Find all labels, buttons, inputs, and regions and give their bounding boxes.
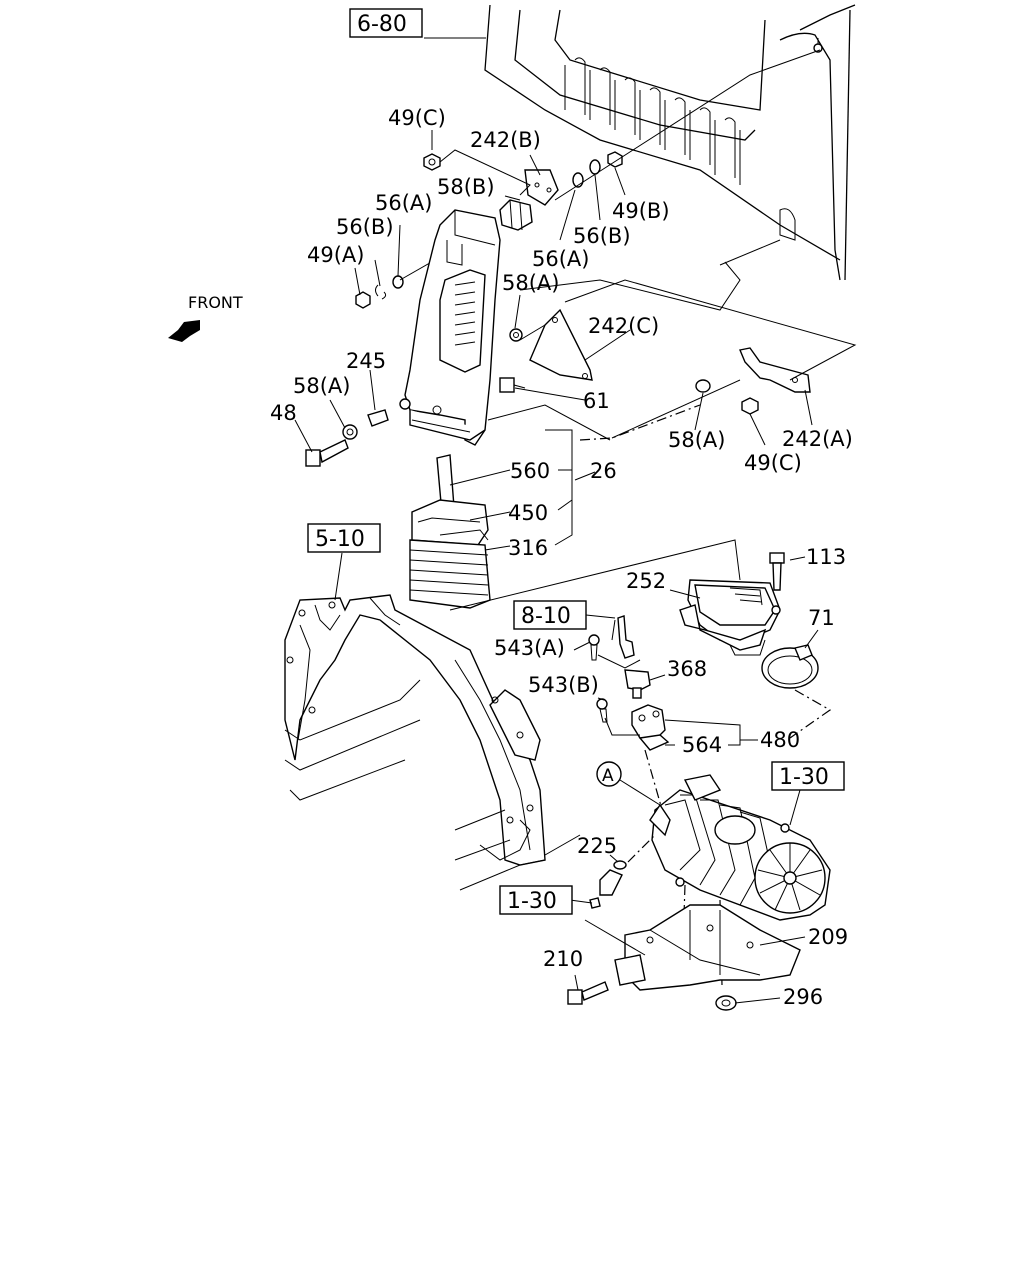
label-560: 560: [510, 459, 550, 483]
leader-lines-boot: [449, 429, 741, 611]
support-bracket-209: [614, 904, 801, 991]
ref-1-30-bottom-text: 1-30: [507, 889, 557, 914]
label-242a: 242(A): [782, 427, 853, 451]
label-368: 368: [667, 657, 707, 681]
screw-543a: [588, 634, 600, 661]
ref-box-6-80: 6-80: [349, 8, 423, 38]
chassis-frame: [284, 594, 581, 891]
label-49b: 49(B): [612, 199, 670, 223]
label-209: 209: [808, 925, 848, 949]
ref-5-10-text: 5-10: [315, 527, 365, 552]
label-58a-upper: 58(A): [502, 271, 559, 295]
label-480: 480: [760, 728, 800, 752]
label-58a-left: 58(A): [293, 374, 350, 398]
bracket-242c: [509, 308, 593, 381]
leader-lines-top: [354, 37, 821, 296]
label-543a: 543(A): [494, 636, 565, 660]
label-564: 564: [682, 733, 722, 757]
left-small-fasteners: [355, 275, 404, 309]
nut-296: [715, 995, 737, 1011]
leader-lines-sensor: [573, 619, 758, 821]
washers-right: [572, 151, 623, 188]
label-242b: 242(B): [470, 128, 541, 152]
bolt-210: [567, 981, 609, 1005]
sensor-368: [624, 669, 651, 699]
front-arrow-icon: [168, 320, 200, 342]
label-242c: 242(C): [588, 314, 659, 338]
bolt-61: [499, 377, 526, 393]
air-filter-252: [679, 579, 781, 656]
leader-lines-middle: [294, 261, 857, 453]
shift-lever-bracket: [399, 209, 501, 446]
mount-58b: [499, 199, 533, 231]
label-210: 210: [543, 947, 583, 971]
clamp-71: [761, 644, 819, 689]
label-49a: 49(A): [307, 243, 364, 267]
leader-lines-225: [569, 834, 656, 904]
label-56b-right: 56(B): [573, 224, 631, 248]
label-56b-left: 56(B): [336, 215, 394, 239]
ref-1-30-top-text: 1-30: [779, 765, 829, 790]
nut-49c-top: [423, 153, 441, 171]
label-113: 113: [806, 545, 846, 569]
spacer-245: [367, 409, 389, 427]
part-labels: 49(C) 242(B) 58(B) 56(A) 56(B) 49(A) 49(…: [270, 106, 853, 1009]
ref-box-8-10: 8-10: [513, 600, 616, 630]
bolt-48: [305, 439, 349, 467]
bolt-113: [769, 552, 785, 591]
label-48: 48: [270, 401, 297, 425]
ref-6-80-text: 6-80: [357, 12, 407, 37]
lever-boot-assembly: [409, 454, 491, 609]
label-56a-left: 56(A): [375, 191, 432, 215]
label-71: 71: [808, 606, 835, 630]
bushing-58a-left: [342, 424, 358, 440]
ref-8-10-text: 8-10: [521, 604, 571, 629]
label-58b: 58(B): [437, 175, 495, 199]
label-49c-right: 49(C): [744, 451, 802, 475]
label-450: 450: [508, 501, 548, 525]
air-cleaner-assembly: [649, 774, 831, 921]
ref-box-5-10: 5-10: [307, 523, 381, 553]
sensor-connector: [617, 615, 635, 659]
bracket-242b: [524, 169, 559, 206]
ref-box-1-30-top: 1-30: [771, 761, 845, 791]
leader-lines-bottom: [574, 919, 806, 1004]
label-225: 225: [577, 834, 617, 858]
label-26: 26: [590, 459, 617, 483]
leader-lines-filter: [669, 556, 832, 739]
label-61: 61: [583, 389, 610, 413]
callout-circle-a: A: [596, 761, 622, 787]
front-label: FRONT: [188, 293, 243, 312]
label-49c-top: 49(C): [388, 106, 446, 130]
label-252: 252: [626, 569, 666, 593]
label-58a-right: 58(A): [668, 428, 725, 452]
leader-5-10: [334, 552, 343, 601]
bracket-564: [631, 704, 670, 751]
strap-225: [589, 860, 627, 909]
label-296: 296: [783, 985, 823, 1009]
label-56a-right: 56(A): [532, 247, 589, 271]
callout-a-text: A: [602, 766, 614, 786]
label-316: 316: [508, 536, 548, 560]
label-543b: 543(B): [528, 673, 599, 697]
bracket-242a: [695, 347, 811, 415]
label-245: 245: [346, 349, 386, 373]
ref-box-1-30-bottom: 1-30: [499, 885, 573, 915]
